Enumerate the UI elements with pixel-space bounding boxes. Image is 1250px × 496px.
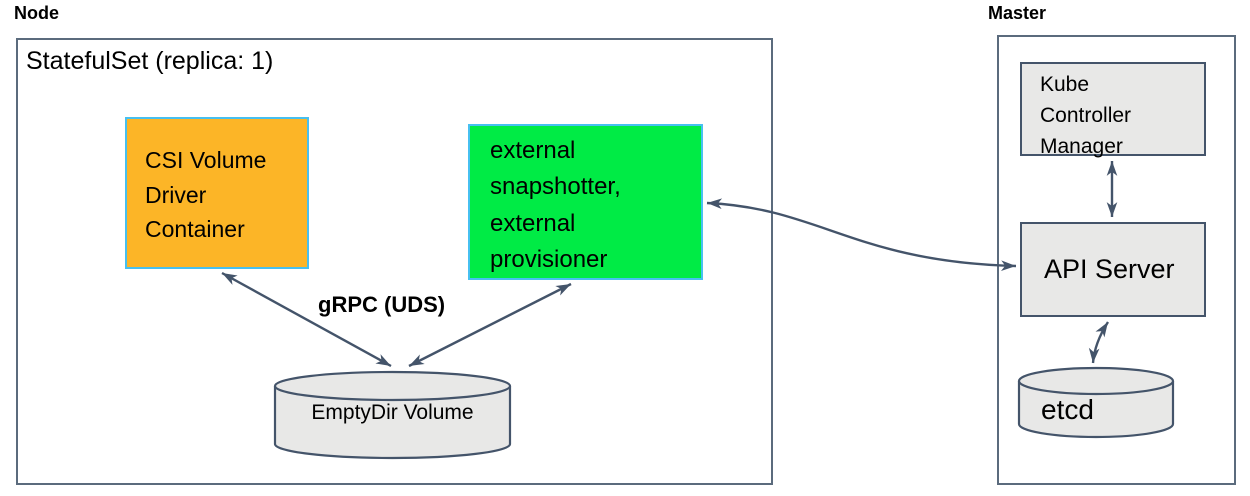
api-server-label: API Server [1044,254,1175,285]
master-section-label: Master [988,3,1047,23]
external-box-line: external [490,137,576,164]
csi-box-line: CSI Volume [145,147,267,173]
csi-volume-driver-box: CSI Volume Driver Container [125,117,309,269]
kcm-box-line: Kube [1040,73,1090,96]
csi-box-line: Driver [145,181,207,208]
kcm-box-line: Manager [1040,135,1123,159]
statefulset-title: StatefulSet (replica: 1) [26,47,274,75]
etcd-label: etcd [1041,394,1094,425]
api-server-box: API Server [1020,222,1206,317]
grpc-uds-label: gRPC (UDS) [318,292,446,317]
node-section-label: Node [14,3,59,23]
csi-box-line: Container [145,216,245,242]
kube-controller-manager-box: Kube Controller Manager [1020,62,1206,158]
external-sidecars-box: external snapshotter, external provision… [468,124,703,280]
kcm-box-line: Controller [1040,104,1132,128]
external-box-line: external [490,209,576,237]
external-box-line: provisioner [490,246,608,274]
external-box-line: snapshotter, [490,173,621,201]
emptydir-volume-label: EmptyDir Volume [311,401,474,424]
